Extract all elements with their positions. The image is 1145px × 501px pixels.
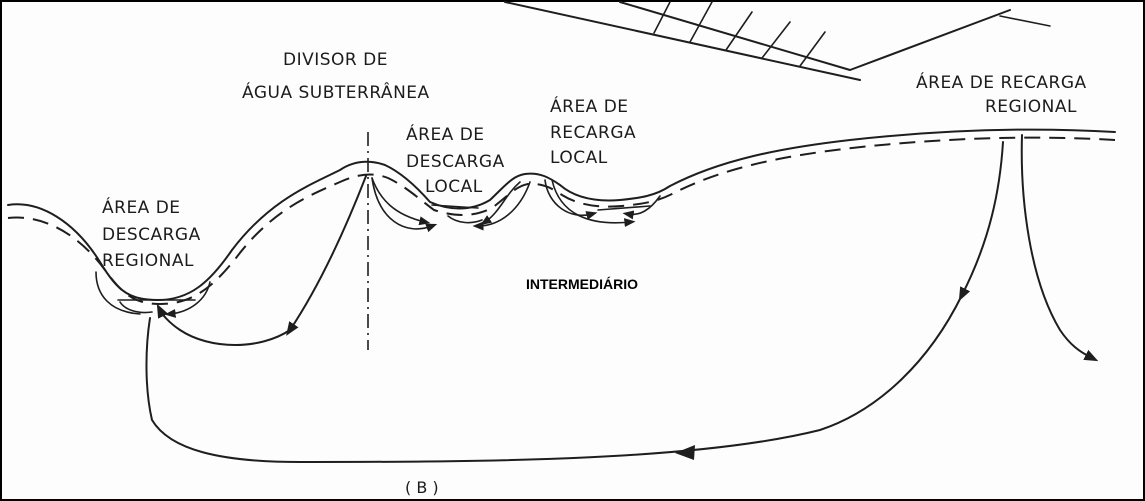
label-recarga-local-line1: ÁREA DE (550, 95, 629, 117)
label-descarga-regional-line1: ÁREA DE (102, 196, 181, 218)
label-descarga-local-line1: ÁREA DE (406, 123, 485, 145)
label-descarga-regional-line3: REGIONAL (102, 251, 194, 271)
label-recarga-regional-line2: REGIONAL (985, 97, 1077, 117)
label-divisor-line1: DIVISOR DE (283, 50, 388, 70)
water-table (7, 136, 1116, 306)
regional-flow-down (958, 141, 1004, 302)
intermediate-flow-to-divide (286, 175, 367, 336)
figure-caption: ( B ) (405, 478, 439, 497)
regional-discharge-cells (95, 271, 211, 318)
regional-flow-arrowhead (675, 445, 695, 460)
label-descarga-regional-line2: DESCARGA (102, 225, 201, 245)
hatched-bedrock (504, 1, 1051, 81)
label-divisor-line2: ÁGUA SUBTERRÂNEA (242, 81, 430, 103)
label-descarga-local-line3: LOCAL (425, 177, 483, 197)
regional-flow-deep (145, 294, 963, 463)
intermediate-flow-return (156, 303, 291, 346)
regional-flow-outward (1020, 134, 1099, 362)
label-recarga-local-line3: LOCAL (550, 148, 608, 168)
land-surface (7, 128, 1116, 301)
label-recarga-regional-line1: ÁREA DE RECARGA (916, 71, 1087, 93)
label-descarga-local-line2: DESCARGA (406, 152, 505, 172)
label-recarga-local-line2: RECARGA (550, 123, 636, 143)
label-intermediario: INTERMEDIÁRIO (526, 276, 638, 292)
local-flow-cells (371, 177, 661, 233)
